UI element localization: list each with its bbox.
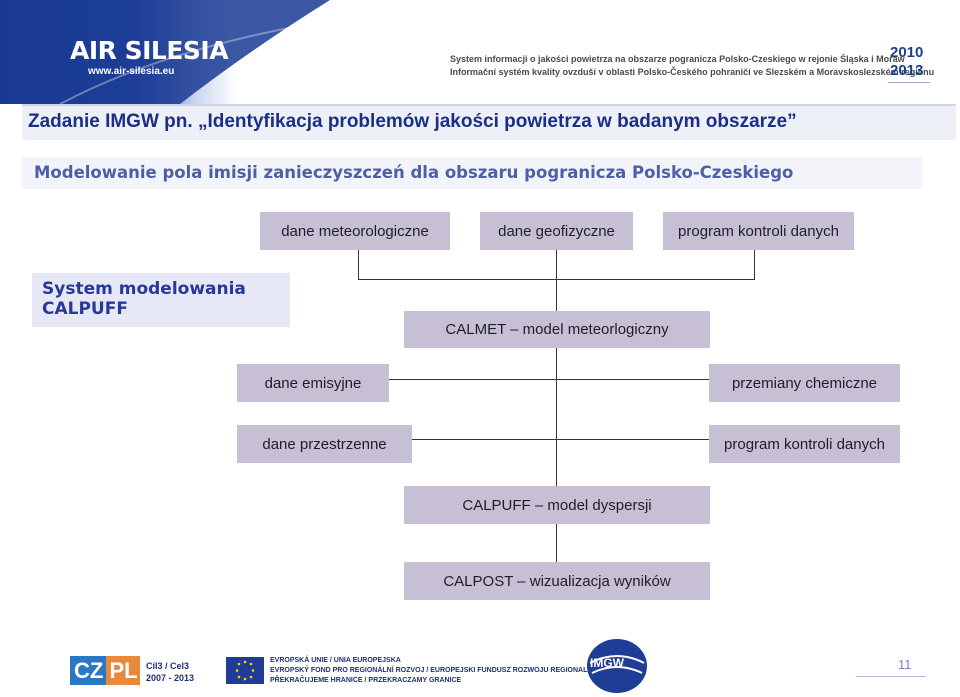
connector-main-trunk [556, 348, 557, 562]
system-label: System modelowania CALPUFF [42, 279, 246, 319]
connector-geo [556, 249, 557, 311]
eu-flag-icon [226, 657, 264, 684]
cil-logo-years: 2007 - 2013 [146, 673, 194, 683]
eu-line-2: EVROPSKÝ FOND PRO REGIONÁLNÍ ROZVOJ / EU… [270, 667, 608, 674]
box-data-control-program: program kontroli danych [663, 212, 854, 250]
eu-line-1: EVROPSKÁ UNIE / UNIA EUROPEJSKA [270, 657, 401, 664]
box-calpuff: CALPUFF – model dyspersji [404, 486, 710, 524]
box-spatial-data: dane przestrzenne [237, 425, 412, 463]
logo-url[interactable]: www.air-silesia.eu [88, 66, 174, 77]
imgw-logo-text: IMGW [590, 656, 624, 670]
page-number-underline [856, 676, 926, 677]
connector-met [358, 249, 359, 279]
connector-top-horizontal [358, 279, 755, 280]
page-number: 11 [898, 657, 912, 672]
czpl-logo-text: CZ PL [74, 658, 138, 684]
eu-line-3: PŘEKRAČUJEME HRANICE / PRZEKRACZAMY GRAN… [270, 677, 461, 684]
box-meteorological-data: dane meteorologiczne [260, 212, 450, 250]
connector-qc [754, 249, 755, 279]
connector-spatial [412, 439, 709, 440]
system-label-line2: CALPUFF [42, 299, 246, 319]
box-data-control-program-2: program kontroli danych [709, 425, 900, 463]
box-geophysical-data: dane geofizyczne [480, 212, 633, 250]
header-line-pl: System informacji o jakości powietrza na… [450, 54, 905, 64]
connector-emission [389, 379, 709, 380]
year-end: 2013 [890, 62, 923, 79]
year-underline [888, 82, 930, 83]
logo-text: AIR SILESIA [70, 36, 228, 65]
system-label-line1: System modelowania [42, 279, 246, 299]
box-calmet: CALMET – model meteorlogiczny [404, 311, 710, 348]
year-start: 2010 [890, 44, 923, 61]
cil-logo-text: Cíl3 / Cel3 [146, 661, 189, 671]
header-line-cz: Informační systém kvality ovzduší v obla… [450, 67, 934, 77]
page-subtitle: Modelowanie pola imisji zanieczyszczeń d… [34, 163, 793, 182]
page-title: Zadanie IMGW pn. „Identyfikacja problemó… [28, 111, 797, 133]
box-chemical-transformations: przemiany chemiczne [709, 364, 900, 402]
box-calpost: CALPOST – wizualizacja wyników [404, 562, 710, 600]
box-emission-data: dane emisyjne [237, 364, 389, 402]
